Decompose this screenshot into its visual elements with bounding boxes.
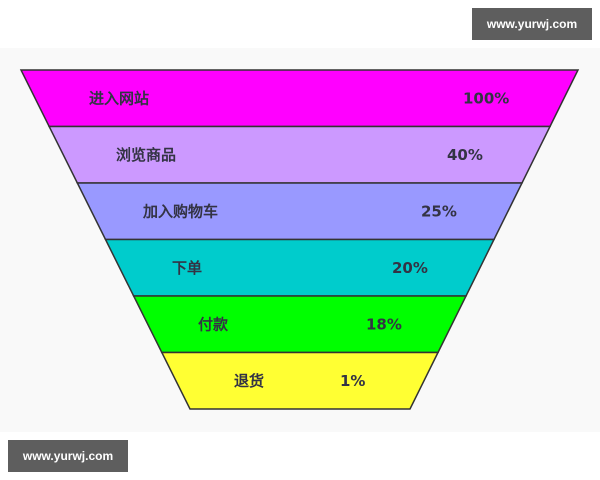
funnel-layer (104, 238, 496, 297)
funnel-value-label: 20% (392, 259, 428, 277)
funnel-category-label: 进入网站 (89, 89, 149, 107)
funnel-category-label: 浏览商品 (116, 146, 176, 164)
funnel-value-label: 25% (421, 202, 457, 220)
watermark-top: www.yurwj.com (472, 8, 592, 40)
funnel-value-label: 1% (340, 372, 365, 390)
funnel-value-label: 40% (447, 146, 483, 164)
funnel-category-label: 加入购物车 (142, 202, 218, 220)
funnel-category-label: 付款 (198, 315, 229, 333)
funnel-layer (132, 295, 468, 354)
funnel-category-label: 退货 (234, 372, 264, 390)
watermark-bottom: www.yurwj.com (8, 440, 128, 472)
funnel-value-label: 100% (463, 89, 509, 107)
funnel-layer (160, 351, 440, 410)
funnel-value-label: 18% (366, 315, 402, 333)
funnel-category-label: 下单 (172, 259, 202, 277)
